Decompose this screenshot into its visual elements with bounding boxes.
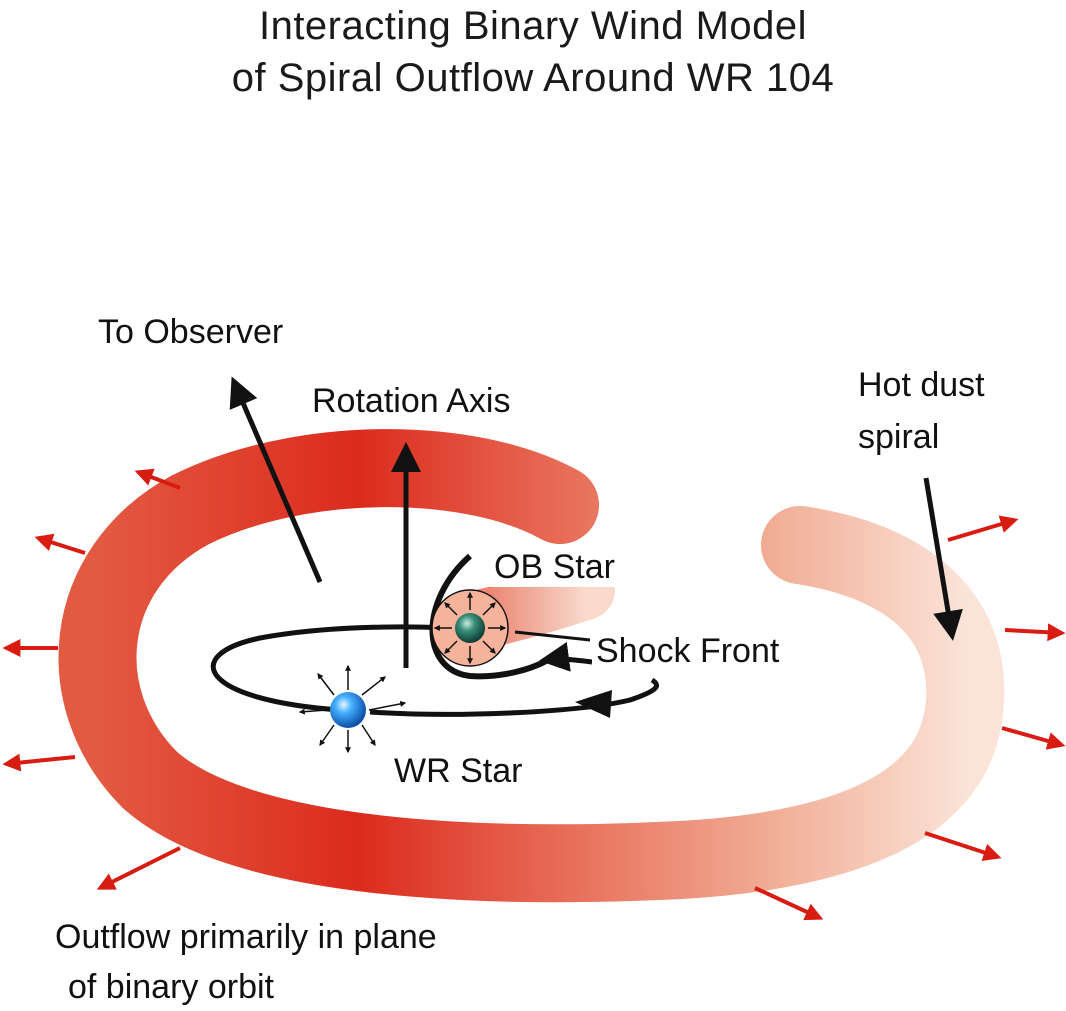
hot-dust-pointer-arrow [923, 477, 963, 641]
diagram-title-line1: Interacting Binary Wind Model [258, 4, 808, 48]
ob-star [431, 589, 509, 667]
shock-front-pointer [539, 641, 593, 672]
to-observer-arrow [229, 376, 323, 583]
diagram-title-line2: of Spiral Outflow Around WR 104 [231, 56, 835, 100]
orbit-arrowhead [575, 690, 612, 718]
outflow-label-line1: Outflow primarily in plane [55, 918, 437, 956]
shock-front-label: Shock Front [592, 632, 784, 671]
wr-star [298, 664, 407, 754]
binary-orbit [210, 624, 481, 713]
ob-star-label: OB Star [490, 548, 619, 587]
orbit-direction-arrow [369, 677, 659, 717]
outflow-label-line2: of binary orbit [68, 968, 274, 1006]
hot-dust-label-line1: Hot dust [858, 366, 985, 404]
wr-star-label: WR Star [394, 752, 523, 790]
to-observer-label: To Observer [98, 313, 284, 351]
outflow-arrows [2, 468, 1066, 921]
shock-front [429, 553, 591, 680]
rotation-axis-label: Rotation Axis [312, 382, 511, 420]
hot-dust-label-line2: spiral [858, 418, 940, 456]
